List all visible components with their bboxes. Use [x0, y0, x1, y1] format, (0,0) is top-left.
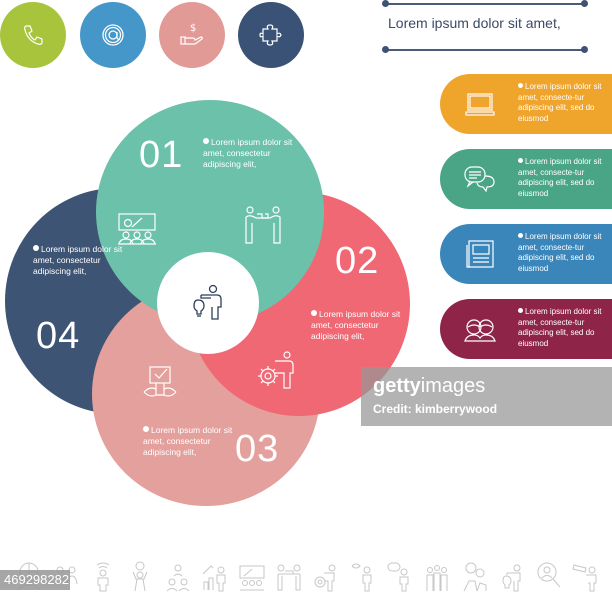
center-circle	[157, 252, 259, 354]
person-idea-icon	[132, 561, 148, 592]
step-02-number: 02	[335, 240, 380, 282]
people-puzzle-icon	[277, 564, 301, 591]
step-02-text: Lorem ipsum dolor sit amet, consectetur …	[311, 309, 401, 341]
person-lightbulb-icon	[502, 564, 521, 592]
person-speech-icon	[387, 562, 409, 592]
chat-bubbles-icon	[464, 166, 495, 193]
step-02-text-block: Lorem ipsum dolor sit amet, consectetur …	[311, 309, 401, 342]
laptop-icon	[465, 93, 495, 116]
teamwork-gears-icon	[463, 562, 486, 592]
phone-icon	[0, 2, 66, 68]
side-item-laptop: Lorem ipsum dolor sit amet, consecte-tur…	[440, 74, 612, 134]
side-item-chat: Lorem ipsum dolor sit amet, consecte-tur…	[440, 149, 612, 209]
step-04-text: Lorem ipsum dolor sit amet, consectetur …	[33, 244, 123, 276]
image-id-label: 469298282	[0, 570, 70, 590]
header-line-bottom	[382, 46, 588, 53]
person-growth-chart-icon	[202, 565, 226, 592]
side-item-text: Lorem ipsum dolor sit amet, consecte-tur…	[518, 232, 602, 273]
step-01-text-block: Lorem ipsum dolor sit amet, consectetur …	[203, 137, 293, 170]
people-puzzle-icon	[245, 206, 281, 244]
side-item-text: Lorem ipsum dolor sit amet, consecte-tur…	[518, 157, 602, 198]
person-telescope-icon	[572, 564, 597, 592]
money-hand-icon: $	[159, 2, 225, 68]
watermark-brand-bold: getty	[373, 375, 421, 397]
person-wifi-icon	[96, 562, 110, 592]
side-item-document: Lorem ipsum dolor sit amet, consecte-tur…	[440, 224, 612, 284]
watermark: gettyimages Credit: kimberrywood	[361, 367, 612, 426]
bottom-icon-row	[15, 558, 600, 592]
document-icon	[466, 240, 494, 268]
person-gear-icon	[258, 351, 294, 389]
side-item-people: Lorem ipsum dolor sit amet, consecte-tur…	[440, 299, 612, 359]
person-gear-icon	[314, 564, 336, 592]
at-sign-icon	[80, 2, 146, 68]
team-icon	[426, 565, 448, 591]
checklist-person-icon	[143, 366, 177, 397]
step-03-number: 03	[235, 428, 280, 470]
step-01-number: 01	[139, 134, 184, 176]
person-ideas-icon	[351, 563, 372, 592]
header-line-top	[382, 0, 588, 7]
watermark-brand-light: images	[420, 375, 486, 397]
step-03-text-block: Lorem ipsum dolor sit amet, consectetur …	[143, 425, 233, 458]
watermark-logo: gettyimages	[373, 375, 485, 398]
two-people-icon	[464, 319, 496, 342]
org-chart-icon	[166, 564, 189, 592]
step-04-number: 04	[36, 315, 81, 357]
header-title: Lorem ipsum dolor sit amet,	[388, 15, 561, 31]
step-04-text-block: Lorem ipsum dolor sit amet, consectetur …	[33, 244, 123, 277]
step-01-text: Lorem ipsum dolor sit amet, consectetur …	[203, 137, 293, 169]
magnifier-person-icon	[537, 562, 561, 588]
step-03-text: Lorem ipsum dolor sit amet, consectetur …	[143, 425, 233, 457]
presentation-audience-icon	[118, 213, 156, 245]
person-lightbulb-icon	[193, 284, 222, 320]
side-item-text: Lorem ipsum dolor sit amet, consecte-tur…	[518, 307, 602, 348]
watermark-credit: Credit: kimberrywood	[373, 402, 498, 416]
presentation-icon	[239, 565, 265, 591]
side-item-text: Lorem ipsum dolor sit amet, consecte-tur…	[518, 82, 602, 123]
puzzle-icon	[238, 2, 304, 68]
svg-text:$: $	[190, 23, 196, 34]
